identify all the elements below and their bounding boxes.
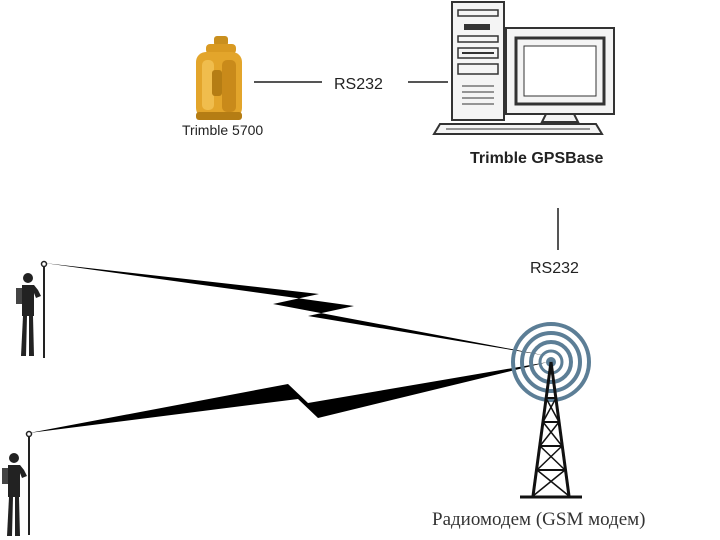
rs232-label-middle: RS232 <box>530 260 579 277</box>
radio-modem-label: Радиомодем (GSM модем) <box>432 509 646 530</box>
base-station-label: Trimble GPSBase <box>470 150 604 167</box>
radio-tower-icon <box>511 322 591 499</box>
computer-icon <box>432 1 615 135</box>
rs232-label-top: RS232 <box>334 76 383 93</box>
surveyor-rover-icon <box>2 430 33 536</box>
receiver-label: Trimble 5700 <box>182 122 264 138</box>
surveyor-rover-icon <box>16 260 48 358</box>
radio-link-icon <box>44 263 548 356</box>
radio-link-icon <box>29 362 548 433</box>
gps-receiver-icon <box>196 36 242 120</box>
